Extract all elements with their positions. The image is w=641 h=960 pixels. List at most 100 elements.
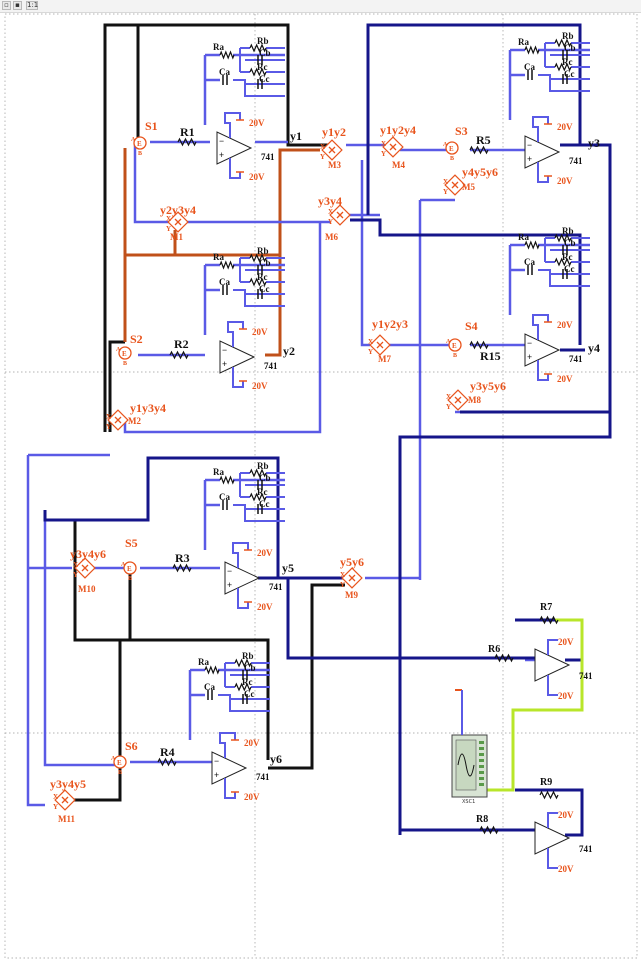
- resistor-rb[interactable]: [554, 38, 572, 48]
- input-resistor-R5[interactable]: [469, 145, 489, 155]
- supply-label-pos: 20V: [557, 122, 573, 132]
- feedback-resistor-R7[interactable]: [539, 615, 559, 625]
- capacitor-cc[interactable]: [257, 289, 263, 299]
- capacitor-cb[interactable]: [257, 480, 263, 490]
- input-resistor-label: R4: [160, 745, 175, 759]
- resistor-rb[interactable]: [249, 253, 267, 263]
- scope-label: XSC1: [462, 799, 475, 805]
- resistor-rc[interactable]: [249, 277, 267, 287]
- input-resistor-R2[interactable]: [169, 350, 189, 360]
- resistor-ra[interactable]: [204, 665, 220, 675]
- multiplier-expression: y2y3y4: [160, 203, 196, 217]
- opamp-model: 741: [269, 582, 283, 592]
- multiplier-pin-x: X: [368, 338, 373, 346]
- input-resistor-R4[interactable]: [157, 757, 177, 767]
- opamp-minus: −: [527, 140, 532, 150]
- capacitor-cc[interactable]: [562, 269, 568, 279]
- capacitor-ca[interactable]: [222, 500, 228, 510]
- capacitor-ca[interactable]: [527, 70, 533, 80]
- label-rb: Rb: [257, 246, 269, 256]
- input-resistor-R1[interactable]: [177, 137, 197, 147]
- resistor-ra[interactable]: [219, 50, 235, 60]
- resistor-rc[interactable]: [234, 682, 252, 692]
- resistor-ra[interactable]: [524, 240, 540, 250]
- input-resistor-R15[interactable]: [469, 340, 489, 350]
- multiplier-id: M4: [392, 160, 405, 170]
- input-resistor-label: R8: [476, 814, 488, 825]
- resistor-rc[interactable]: [249, 67, 267, 77]
- wires-orange: [123, 148, 320, 357]
- zoom-out-icon[interactable]: ▫: [2, 1, 11, 10]
- supply-label-neg: 20V: [249, 172, 265, 182]
- opamp-minus: −: [214, 756, 219, 766]
- opamp-minus: −: [222, 345, 227, 355]
- capacitor-ca[interactable]: [527, 265, 533, 275]
- capacitor-ca[interactable]: [222, 75, 228, 85]
- wire-scope-a: [480, 618, 584, 792]
- multiplier-expression: y1y3y4: [130, 401, 166, 415]
- capacitor-cb[interactable]: [257, 265, 263, 275]
- resistor-ra[interactable]: [219, 260, 235, 270]
- capacitor-cb[interactable]: [242, 670, 248, 680]
- resistor-rb[interactable]: [249, 43, 267, 53]
- resistor-rc[interactable]: [554, 62, 572, 72]
- capacitor-cc[interactable]: [562, 74, 568, 84]
- resistor-rb[interactable]: [554, 233, 572, 243]
- resistor-rb[interactable]: [234, 658, 252, 668]
- feedback-resistor-R9[interactable]: [539, 790, 559, 800]
- resistor-rc[interactable]: [554, 257, 572, 267]
- capacitor-cb[interactable]: [562, 50, 568, 60]
- capacitor-cc[interactable]: [257, 504, 263, 514]
- capacitor-ca[interactable]: [222, 285, 228, 295]
- capacitor-cb[interactable]: [562, 245, 568, 255]
- wire-left-blue: [26, 453, 110, 807]
- wire-y4-bus: [350, 218, 582, 345]
- zoom-in-icon[interactable]: ▪: [13, 1, 22, 10]
- oscilloscope[interactable]: XSC1: [451, 734, 488, 805]
- capacitor-cb[interactable]: [257, 55, 263, 65]
- label-ca: Ca: [524, 62, 535, 72]
- resistor-rc[interactable]: [249, 492, 267, 502]
- capacitor-cc[interactable]: [242, 694, 248, 704]
- capacitor-cc[interactable]: [257, 79, 263, 89]
- multiplier-pin-y: Y: [381, 150, 386, 158]
- multiplier-pin-y: Y: [106, 423, 111, 431]
- capacitor-ca[interactable]: [207, 690, 213, 700]
- wires-black: [60, 23, 345, 802]
- zoom-level-button[interactable]: 1:1: [26, 1, 39, 10]
- label-cc: Cc: [259, 74, 270, 84]
- resistor-ra[interactable]: [524, 45, 540, 55]
- input-resistor-R8[interactable]: [479, 825, 499, 835]
- input-resistor-R6[interactable]: [494, 653, 514, 663]
- multiplier-id: M6: [325, 232, 338, 242]
- label-rb: Rb: [562, 226, 574, 236]
- resistor-rb[interactable]: [249, 468, 267, 478]
- input-resistor-R3[interactable]: [172, 563, 192, 573]
- resistor-ra[interactable]: [219, 475, 235, 485]
